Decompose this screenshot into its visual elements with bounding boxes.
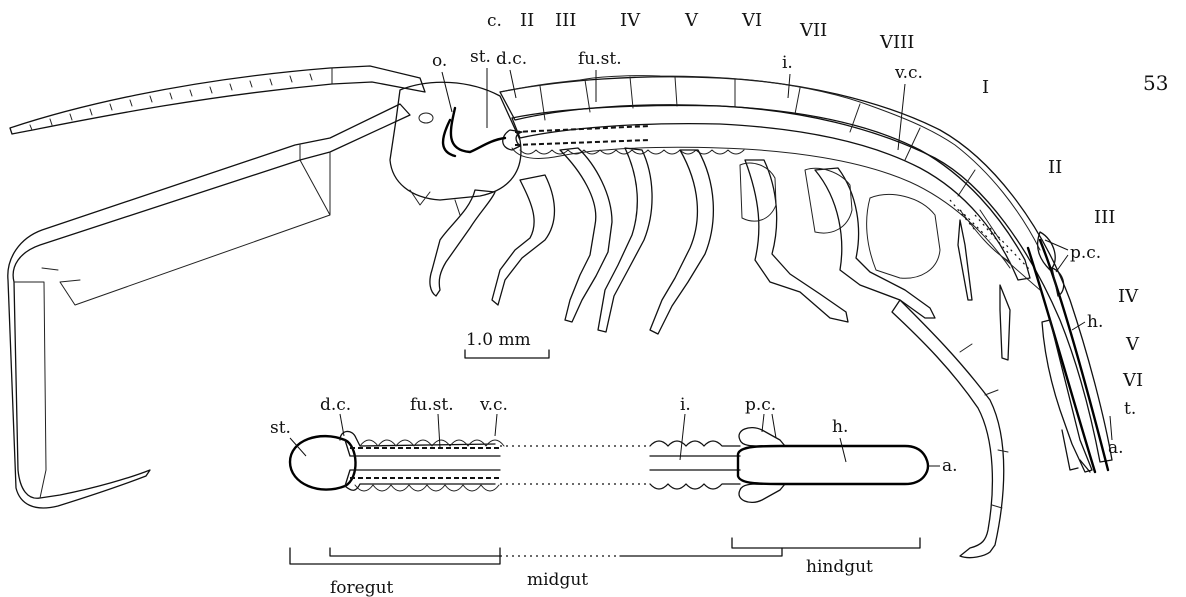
- label-dc: d.c.: [496, 49, 527, 69]
- pleon-segment-label: VI: [1122, 370, 1143, 391]
- body-labels: c. II III IV V VI VII VIII I II III IV V…: [432, 10, 1143, 458]
- gut-labels: st. d.c. fu.st. v.c. i. p.c. h. a.: [270, 395, 958, 476]
- hindgut-in-body-drawing: [1028, 232, 1108, 472]
- page-number: 53: [1143, 71, 1168, 95]
- label-fust: fu.st.: [578, 49, 622, 69]
- label-pc: p.c.: [1070, 243, 1101, 263]
- label-vc: v.c.: [894, 63, 923, 83]
- foregut-label: foregut: [330, 578, 394, 597]
- label-dc: d.c.: [320, 395, 351, 415]
- hindgut-label: hindgut: [806, 557, 873, 577]
- label-a: a.: [1108, 438, 1124, 458]
- eye-icon: [419, 113, 433, 123]
- label-o: o.: [432, 51, 447, 71]
- pereon-segment-label: VI: [741, 10, 762, 31]
- pleon-segment-label: III: [1094, 207, 1115, 228]
- amphipod-drawing: [8, 66, 1112, 558]
- pleon-segment-label: II: [1048, 157, 1062, 178]
- label-i: i.: [782, 53, 793, 73]
- pleon-segment-label: V: [1125, 334, 1140, 355]
- label-st: st.: [270, 418, 291, 438]
- gut-region-brackets: foregut midgut hindgut: [290, 538, 920, 597]
- pleon-segment-label: I: [982, 77, 989, 98]
- pereon-segment-label: V: [684, 10, 699, 31]
- antenna-2-drawing: [8, 104, 410, 508]
- label-h: h.: [832, 417, 848, 437]
- scale-bar-label: 1.0 mm: [466, 330, 531, 350]
- label-h: h.: [1087, 312, 1103, 332]
- legs-drawing: [430, 148, 1092, 558]
- pereon-segment-label: III: [555, 10, 576, 31]
- label-i: i.: [680, 395, 691, 415]
- pereon-segment-label: II: [520, 10, 534, 31]
- label-st: st.: [470, 47, 491, 67]
- label-fust: fu.st.: [410, 395, 454, 415]
- pereon-segment-label: IV: [620, 10, 641, 31]
- label-pc: p.c.: [745, 395, 776, 415]
- pereon-segment-label: VIII: [879, 32, 914, 53]
- pleon-segment-label: IV: [1118, 286, 1139, 307]
- head-drawing: [390, 82, 521, 215]
- antenna-1-drawing: [10, 66, 425, 134]
- midgut-label: midgut: [527, 570, 588, 590]
- label-t: t.: [1124, 399, 1136, 419]
- scale-bar: 1.0 mm: [465, 330, 549, 358]
- isolated-gut-drawing: [290, 428, 940, 503]
- body-segments-drawing: [500, 76, 1112, 462]
- label-a: a.: [942, 456, 958, 476]
- label-c: c.: [487, 11, 502, 31]
- label-vc: v.c.: [479, 395, 508, 415]
- pereon-segment-label: VII: [799, 20, 827, 41]
